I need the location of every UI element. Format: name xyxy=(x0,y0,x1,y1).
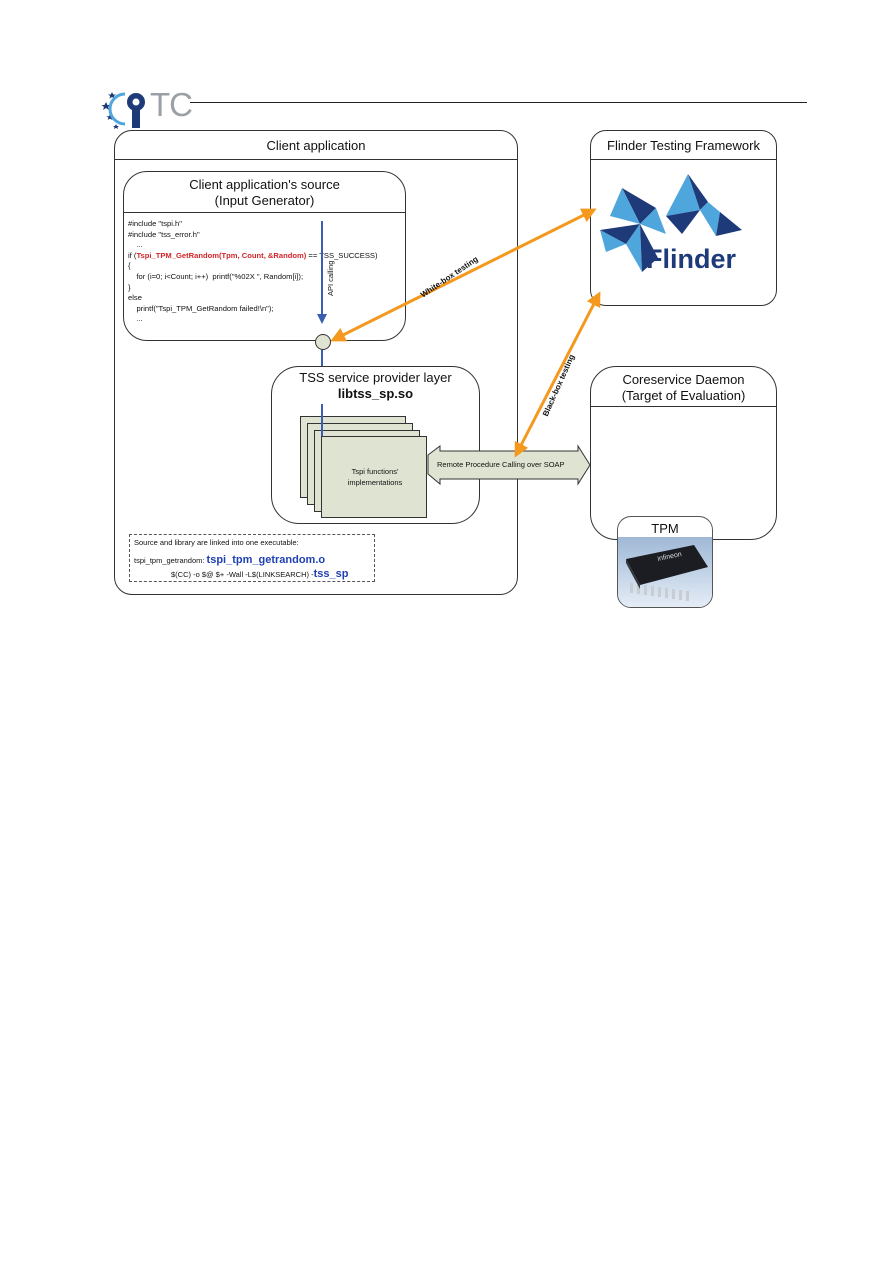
black-box-arrow xyxy=(514,291,601,458)
flinder-logo: Flinder xyxy=(600,174,742,274)
api-calling-label: API calling xyxy=(326,260,335,296)
coreservice-title-line2: (Target of Evaluation) xyxy=(621,388,746,403)
impl-label-line2: implementations xyxy=(347,478,403,487)
code-line: else xyxy=(128,293,142,303)
diagram-connectors xyxy=(315,208,601,486)
flinder-logo-text: Flinder xyxy=(646,244,736,274)
library-flag: tss_sp xyxy=(313,568,349,580)
tss-library-name: libtss_sp.so xyxy=(337,386,414,401)
tss-title: TSS service provider layer libtss_sp.so xyxy=(272,370,479,402)
tpm-box: TPM infineon xyxy=(617,516,713,608)
rpc-label: Remote Procedure Calling over SOAP xyxy=(437,460,565,469)
title-divider xyxy=(115,159,517,160)
header-rule xyxy=(190,102,807,103)
code-line: ... xyxy=(128,240,143,250)
tpm-chip-image: infineon xyxy=(618,537,712,607)
link-command: $(CC) -o $@ $+ -Wall -L$(LINKSEARCH) - xyxy=(171,570,314,579)
link-line3: $(CC) -o $@ $+ -Wall -L$(LINKSEARCH) -ts… xyxy=(171,568,348,580)
code-api-call: Tspi_TPM_GetRandom(Tpm, Count, &Random) xyxy=(136,250,307,260)
object-file: tspi_tpm_getrandom.o xyxy=(206,554,326,566)
impl-page xyxy=(321,436,427,518)
client-source-title-line1: Client application's source xyxy=(189,177,340,192)
itc-logo xyxy=(101,92,145,129)
logo-text: TC xyxy=(150,86,193,123)
code-line: for (i=0; i<Count; i++) printf("%02X ", … xyxy=(128,271,304,281)
title-divider xyxy=(124,212,405,213)
link-line1: Source and library are linked into one e… xyxy=(134,538,299,547)
tss-title-text: TSS service provider layer xyxy=(299,370,452,385)
code-line: { xyxy=(128,261,131,271)
title-divider xyxy=(591,406,776,407)
tpm-title: TPM xyxy=(651,521,679,536)
code-line: printf("Tspi_TPM_GetRandom failed!\n"); xyxy=(128,303,274,313)
chip-brand-text: infineon xyxy=(657,551,683,563)
client-application-title: Client application xyxy=(266,138,366,153)
client-source-title-line2: (Input Generator) xyxy=(214,193,315,208)
link-line2: tspi_tpm_getrandom: tspi_tpm_getrandom.o xyxy=(134,554,325,566)
code-line: #include "tspi.h" xyxy=(128,219,182,228)
code-line: ... xyxy=(128,314,143,324)
link-instructions-box: Source and library are linked into one e… xyxy=(129,534,375,582)
link-target: tspi_tpm_getrandom: xyxy=(134,556,207,565)
impl-label: Tspi functions' implementations xyxy=(322,466,428,488)
coreservice-daemon-box: Coreservice Daemon (Target of Evaluation… xyxy=(590,366,777,540)
code-line: } xyxy=(128,282,131,292)
code-line: #include "tss_error.h" xyxy=(128,229,200,239)
client-source-title: Client application's source (Input Gener… xyxy=(124,177,405,209)
impl-label-line1: Tspi functions' xyxy=(351,467,399,476)
code-if: if ( xyxy=(128,250,137,260)
flinder-framework-title: Flinder Testing Framework xyxy=(607,138,760,153)
coreservice-title-line1: Coreservice Daemon xyxy=(622,372,745,387)
title-divider xyxy=(591,159,776,160)
white-box-arrow xyxy=(330,208,597,342)
coreservice-title: Coreservice Daemon (Target of Evaluation… xyxy=(591,372,776,404)
junction-node xyxy=(315,334,331,350)
